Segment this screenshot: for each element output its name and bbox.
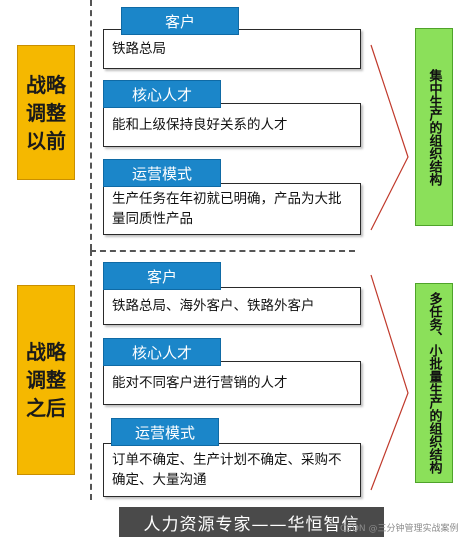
stage-label-after-text: 战略调整之后 bbox=[26, 340, 66, 420]
result-label-after-text: 多任务、小批量生产的组织结构 bbox=[426, 292, 442, 474]
after-ops-box: 订单不确定、生产计划不确定、采购不确定、大量沟通 bbox=[103, 443, 361, 497]
before-customer-header-text: 客户 bbox=[164, 12, 195, 31]
before-customer-text: 铁路总局 bbox=[112, 41, 166, 57]
divider-vertical-bottom bbox=[90, 250, 92, 500]
before-customer-header: 客户 bbox=[121, 7, 239, 35]
before-ops-header: 运营模式 bbox=[103, 159, 221, 187]
before-ops-header-text: 运营模式 bbox=[131, 164, 192, 183]
after-ops-text: 订单不确定、生产计划不确定、采购不确定、大量沟通 bbox=[112, 452, 342, 488]
after-ops-header-text: 运营模式 bbox=[134, 423, 195, 442]
stage-label-after: 战略调整之后 bbox=[17, 285, 75, 475]
after-customer-header: 客户 bbox=[103, 262, 221, 290]
stage-label-before: 战略调整以前 bbox=[17, 45, 75, 180]
before-connector bbox=[370, 44, 409, 231]
after-talent-text: 能对不同客户进行营销的人才 bbox=[112, 375, 288, 391]
before-talent-header-text: 核心人才 bbox=[131, 85, 192, 104]
result-label-before: 集中生产的组织结构 bbox=[415, 28, 453, 226]
footer-text: 人力资源专家——华恒智信 bbox=[143, 514, 360, 535]
before-talent-box: 能和上级保持良好关系的人才 bbox=[103, 103, 361, 147]
before-talent-header: 核心人才 bbox=[103, 80, 221, 108]
after-customer-header-text: 客户 bbox=[146, 267, 177, 286]
result-label-before-text: 集中生产的组织结构 bbox=[426, 68, 442, 186]
after-customer-text: 铁路总局、海外客户、铁路外客户 bbox=[112, 298, 315, 314]
divider-vertical-top bbox=[90, 0, 92, 250]
after-talent-box: 能对不同客户进行营销的人才 bbox=[103, 361, 361, 405]
before-talent-text: 能和上级保持良好关系的人才 bbox=[112, 117, 288, 133]
after-ops-header: 运营模式 bbox=[111, 418, 219, 446]
divider-horizontal bbox=[90, 250, 355, 252]
before-ops-box: 生产任务在年初就已明确，产品为大批量同质性产品 bbox=[103, 183, 361, 235]
after-customer-box: 铁路总局、海外客户、铁路外客户 bbox=[103, 287, 361, 325]
result-label-after: 多任务、小批量生产的组织结构 bbox=[415, 283, 453, 483]
after-talent-header-text: 核心人才 bbox=[131, 343, 192, 362]
after-connector bbox=[370, 274, 409, 491]
before-customer-box: 铁路总局 bbox=[103, 29, 361, 69]
watermark: CSDN @三分钟管理实战案例 bbox=[340, 524, 459, 534]
stage-label-before-text: 战略调整以前 bbox=[26, 72, 66, 153]
before-ops-text: 生产任务在年初就已明确，产品为大批量同质性产品 bbox=[112, 191, 342, 227]
footer-banner: 人力资源专家——华恒智信 bbox=[119, 507, 384, 537]
after-talent-header: 核心人才 bbox=[103, 338, 221, 366]
